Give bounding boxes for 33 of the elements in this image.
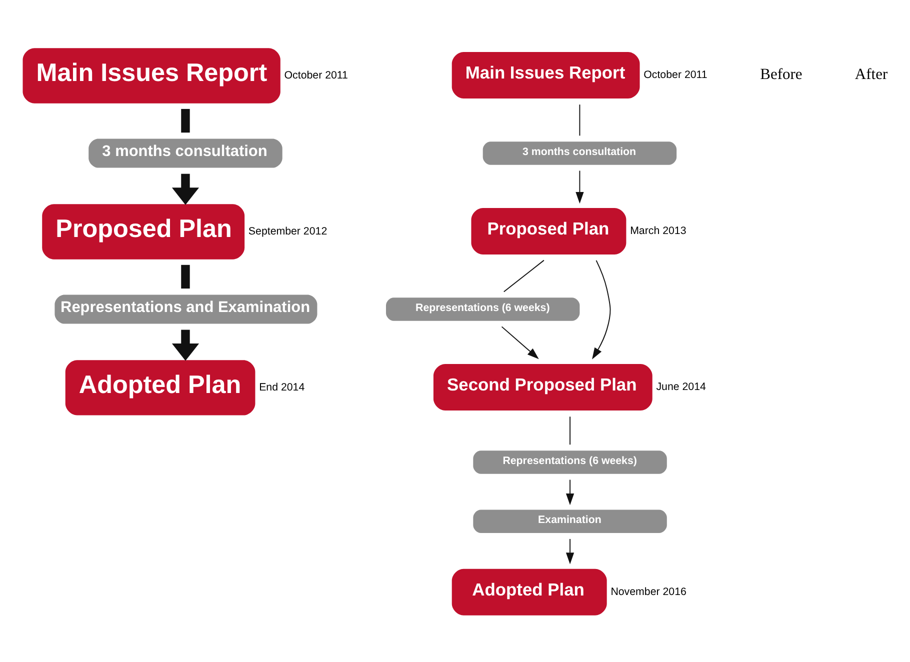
node-label: June 2014 (656, 380, 706, 392)
node-box: Proposed Plan (471, 208, 626, 254)
arrow (576, 170, 584, 204)
arrow (566, 538, 574, 564)
node-box: Representations (6 weeks) (386, 297, 580, 320)
node-box: Proposed Plan (42, 204, 245, 259)
arrow (592, 259, 611, 359)
node-box: Main Issues Report (22, 48, 280, 103)
node-box: Main Issues Report (452, 52, 640, 98)
node-label: September 2012 (248, 224, 328, 237)
node-box: Examination (473, 509, 667, 532)
connector (579, 104, 580, 136)
node-label: October 2011 (644, 68, 708, 81)
node-box: Representations and Examination (54, 294, 318, 324)
node-label: End 2014 (259, 380, 305, 393)
connector (503, 259, 544, 292)
node-label: October 2011 (284, 68, 348, 81)
connector (181, 108, 190, 132)
node-box: Second Proposed Plan (433, 363, 652, 410)
node-box: 3 months consultation (482, 141, 677, 164)
node-box: 3 months consultation (88, 138, 282, 168)
node-label: March 2013 (630, 224, 686, 236)
node-label: November 2016 (610, 585, 686, 598)
label: Before (760, 65, 802, 82)
connector (181, 264, 190, 288)
arrow (172, 329, 200, 360)
label: After (854, 65, 888, 82)
arrow (566, 478, 574, 505)
node-box: Adopted Plan (452, 568, 607, 615)
node-box: Adopted Plan (65, 360, 256, 415)
arrow (172, 173, 200, 204)
arrow (501, 326, 539, 359)
node-box: Representations (6 weeks) (473, 450, 667, 474)
